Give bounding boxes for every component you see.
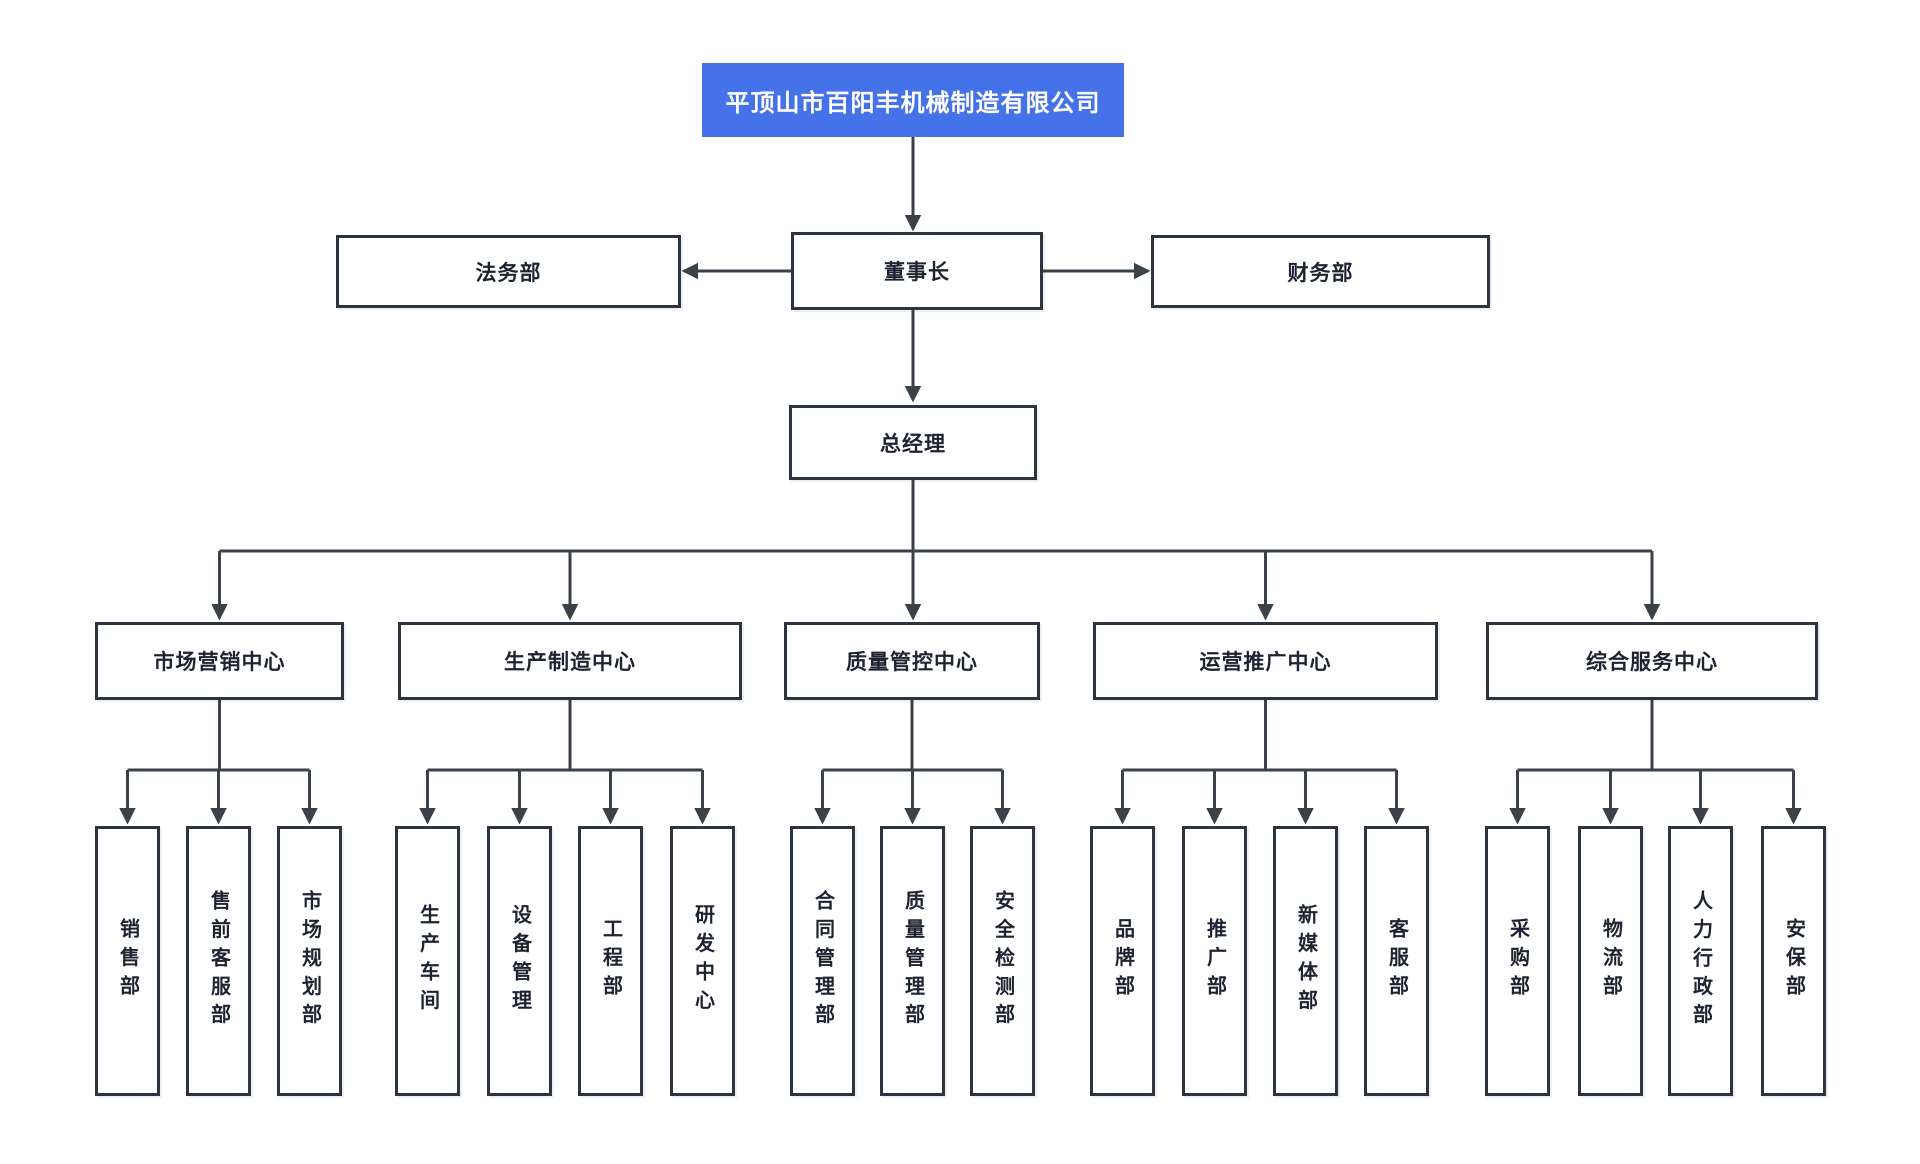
node-procurement-dept: 采购部 xyxy=(1485,826,1550,1096)
leaf-label: 生产车间 xyxy=(416,904,439,1018)
node-new-media-dept: 新媒体部 xyxy=(1273,826,1338,1096)
node-production-workshop: 生产车间 xyxy=(395,826,460,1096)
node-operations-center: 运营推广中心 xyxy=(1093,622,1438,700)
node-legal-dept: 法务部 xyxy=(336,235,681,308)
leaf-label: 售前客服部 xyxy=(207,890,230,1032)
node-promotion-dept: 推广部 xyxy=(1182,826,1247,1096)
leaf-label: 新媒体部 xyxy=(1294,904,1317,1018)
leaf-label: 工程部 xyxy=(599,918,622,1004)
leaf-label: 推广部 xyxy=(1203,918,1226,1004)
leaf-label: 市场规划部 xyxy=(298,890,321,1032)
leaf-label: 研发中心 xyxy=(691,904,714,1018)
leaf-label: 合同管理部 xyxy=(811,890,834,1032)
leaf-label: 人力行政部 xyxy=(1689,890,1712,1032)
node-quality-management-dept: 质量管理部 xyxy=(880,826,945,1096)
node-presales-service-dept: 售前客服部 xyxy=(186,826,251,1096)
node-customer-service-dept: 客服部 xyxy=(1364,826,1429,1096)
node-general-manager: 总经理 xyxy=(789,405,1037,480)
leaf-label: 设备管理 xyxy=(508,904,531,1018)
leaf-label: 物流部 xyxy=(1599,918,1622,1004)
leaf-label: 销售部 xyxy=(116,918,139,1004)
node-logistics-dept: 物流部 xyxy=(1578,826,1643,1096)
leaf-label: 安全检测部 xyxy=(991,890,1014,1032)
node-contract-management-dept: 合同管理部 xyxy=(790,826,855,1096)
leaf-label: 质量管理部 xyxy=(901,890,924,1032)
node-sales-dept: 销售部 xyxy=(95,826,160,1096)
node-chairman: 董事长 xyxy=(791,232,1043,310)
node-rd-center: 研发中心 xyxy=(670,826,735,1096)
node-brand-dept: 品牌部 xyxy=(1090,826,1155,1096)
node-safety-inspection-dept: 安全检测部 xyxy=(970,826,1035,1096)
leaf-label: 采购部 xyxy=(1506,918,1529,1004)
node-company-root: 平顶山市百阳丰机械制造有限公司 xyxy=(702,63,1124,137)
node-equipment-management: 设备管理 xyxy=(487,826,552,1096)
node-engineering-dept: 工程部 xyxy=(578,826,643,1096)
leaf-label: 客服部 xyxy=(1385,918,1408,1004)
node-marketing-center: 市场营销中心 xyxy=(95,622,344,700)
node-services-center: 综合服务中心 xyxy=(1486,622,1818,700)
node-production-center: 生产制造中心 xyxy=(398,622,742,700)
node-quality-center: 质量管控中心 xyxy=(784,622,1040,700)
leaf-label: 品牌部 xyxy=(1111,918,1134,1004)
node-finance-dept: 财务部 xyxy=(1151,235,1490,308)
node-security-dept: 安保部 xyxy=(1761,826,1826,1096)
leaf-label: 安保部 xyxy=(1782,918,1805,1004)
node-market-planning-dept: 市场规划部 xyxy=(277,826,342,1096)
node-hr-admin-dept: 人力行政部 xyxy=(1668,826,1733,1096)
